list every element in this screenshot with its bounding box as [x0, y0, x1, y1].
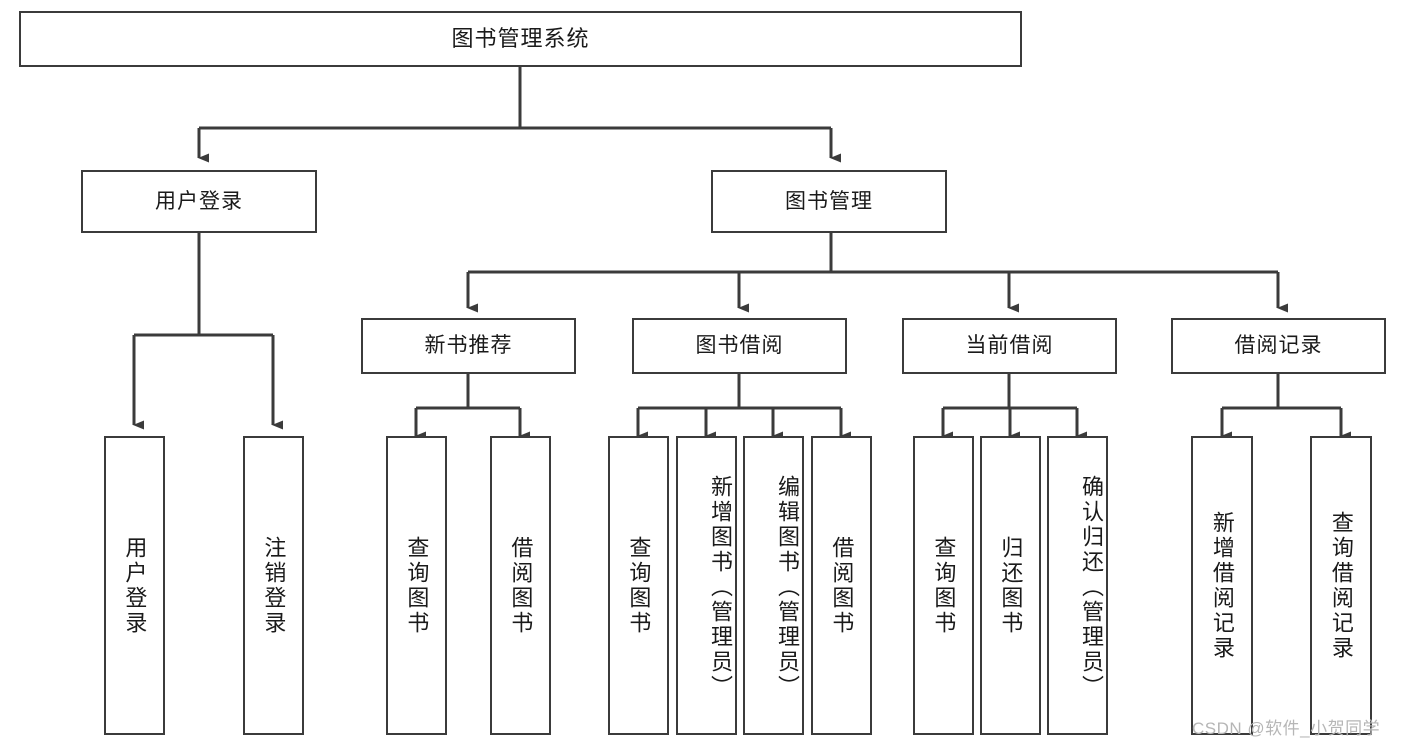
leaf-add-book[interactable]: 新增图书（管理员） [676, 436, 737, 735]
node-book-borrow-label: 图书借阅 [695, 334, 784, 358]
leaf-query-book-2[interactable]: 查询图书 [608, 436, 669, 735]
node-user-login-label: 用户登录 [155, 189, 243, 213]
leaf-add-book-label: 新增图书（管理员） [708, 475, 733, 700]
node-borrow-record[interactable]: 借阅记录 [1171, 318, 1386, 374]
leaf-return-book[interactable]: 归还图书 [980, 436, 1041, 735]
node-borrow-record-label: 借阅记录 [1234, 334, 1323, 358]
leaf-borrow-book-2[interactable]: 借阅图书 [811, 436, 872, 735]
leaf-confirm-return[interactable]: 确认归还（管理员） [1047, 436, 1108, 735]
leaf-add-borrow-record[interactable]: 新增借阅记录 [1191, 436, 1253, 735]
leaf-query-borrow-record[interactable]: 查询借阅记录 [1310, 436, 1372, 735]
watermark-text: CSDN @软件_小贺同学 [1192, 719, 1381, 738]
leaf-borrow-book-2-label: 借阅图书 [829, 535, 855, 636]
leaf-query-book-1-label: 查询图书 [404, 535, 430, 636]
leaf-query-book-2-label: 查询图书 [626, 535, 652, 636]
node-root-system[interactable]: 图书管理系统 [19, 11, 1022, 67]
leaf-edit-book-label: 编辑图书（管理员） [775, 475, 800, 700]
node-root-label: 图书管理系统 [451, 25, 590, 51]
node-new-book-recommend-label: 新书推荐 [424, 334, 513, 358]
leaf-user-logout-label: 注销登录 [261, 535, 287, 636]
leaf-borrow-book-1-label: 借阅图书 [508, 535, 534, 636]
leaf-user-login-label: 用户登录 [122, 535, 148, 636]
leaf-borrow-book-1[interactable]: 借阅图书 [490, 436, 551, 735]
node-user-login[interactable]: 用户登录 [81, 170, 317, 233]
node-book-manage[interactable]: 图书管理 [711, 170, 947, 233]
leaf-query-book-3-label: 查询图书 [931, 535, 957, 636]
leaf-return-book-label: 归还图书 [998, 535, 1024, 636]
node-book-manage-label: 图书管理 [785, 189, 873, 213]
leaf-edit-book[interactable]: 编辑图书（管理员） [743, 436, 804, 735]
leaf-query-book-1[interactable]: 查询图书 [386, 436, 447, 735]
leaf-query-borrow-record-label: 查询借阅记录 [1328, 510, 1354, 661]
leaf-confirm-return-label: 确认归还（管理员） [1079, 475, 1104, 700]
node-current-borrow[interactable]: 当前借阅 [902, 318, 1117, 374]
leaf-add-borrow-record-label: 新增借阅记录 [1209, 510, 1235, 661]
node-new-book-recommend[interactable]: 新书推荐 [361, 318, 576, 374]
leaf-query-book-3[interactable]: 查询图书 [913, 436, 974, 735]
leaf-user-logout[interactable]: 注销登录 [243, 436, 304, 735]
node-book-borrow[interactable]: 图书借阅 [632, 318, 847, 374]
leaf-user-login[interactable]: 用户登录 [104, 436, 165, 735]
node-current-borrow-label: 当前借阅 [965, 334, 1054, 358]
